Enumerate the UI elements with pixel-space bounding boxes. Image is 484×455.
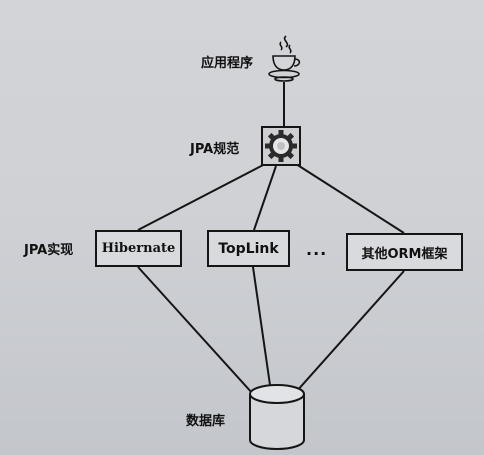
line-jpa-to-hibernate	[137, 163, 266, 231]
hibernate-label: Hibernate	[101, 241, 176, 256]
line-jpa-to-toplink	[253, 165, 277, 231]
gear-icon	[261, 126, 301, 166]
jpa-impl-label: JPA实现	[24, 243, 74, 258]
line-jpa-to-other	[295, 163, 405, 234]
java-coffee-cup-icon	[268, 35, 301, 82]
toplink-label: TopLink	[218, 240, 279, 257]
application-label: 应用程序	[201, 56, 254, 71]
line-toplink-to-db	[252, 266, 271, 386]
jpa-spec-label: JPA规范	[190, 142, 240, 157]
hibernate-box: Hibernate	[95, 230, 182, 267]
database-cylinder-icon	[249, 384, 305, 450]
other-orm-box: 其他ORM框架	[346, 233, 463, 271]
other-orm-label: 其他ORM框架	[361, 246, 448, 262]
line-hibernate-to-db	[137, 266, 254, 395]
ellipsis: ···	[306, 244, 328, 263]
line-other-to-db	[295, 270, 405, 393]
toplink-box: TopLink	[207, 230, 290, 267]
database-label: 数据库	[186, 414, 226, 429]
connector-lines	[137, 82, 405, 395]
